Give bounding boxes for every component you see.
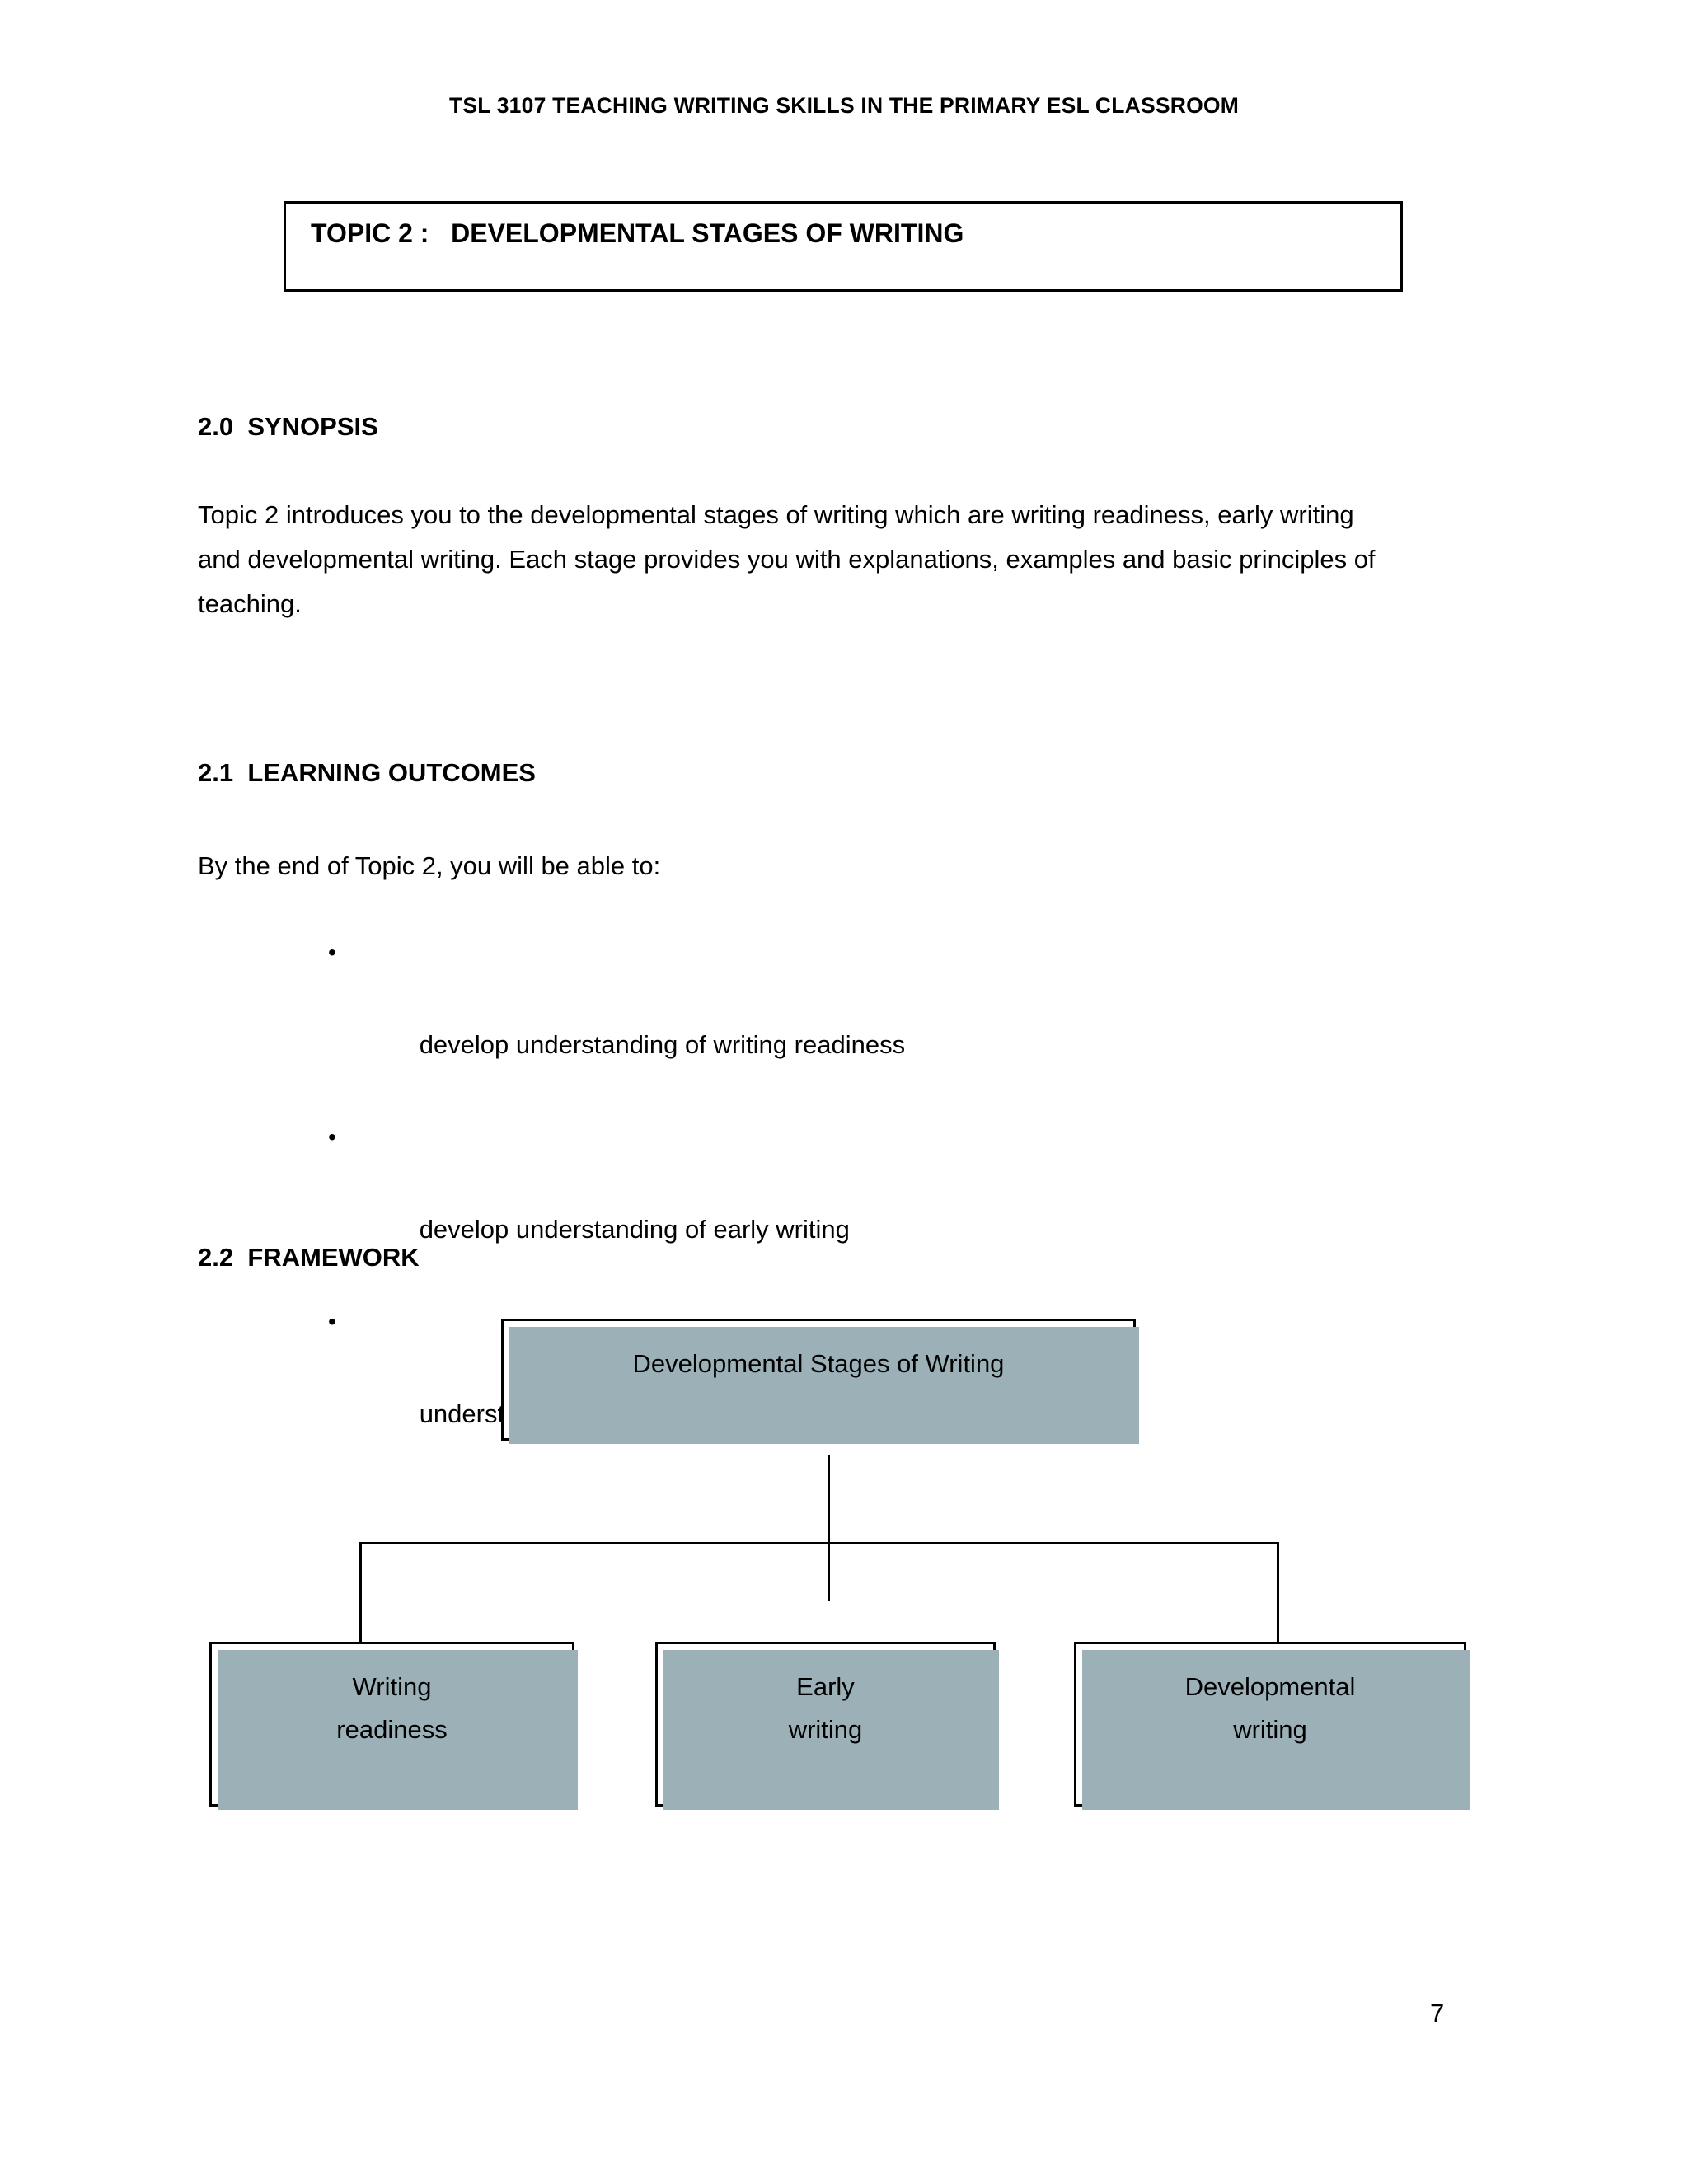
flow-node-developmental-writing-label: Developmental writing xyxy=(1184,1672,1356,1744)
flow-node-root-label: Developmental Stages of Writing xyxy=(632,1349,1005,1378)
flow-node-writing-readiness-label: Writing readiness xyxy=(336,1672,448,1744)
topic-banner-box: TOPIC 2 : DEVELOPMENTAL STAGES OF WRITIN… xyxy=(284,201,1403,292)
connector-horizontal-bar xyxy=(359,1542,1279,1544)
synopsis-paragraph: Topic 2 introduces you to the developmen… xyxy=(198,500,1376,618)
flow-node-root: Developmental Stages of Writing xyxy=(501,1319,1139,1444)
section-heading-learning-outcomes: 2.1 LEARNING OUTCOMES xyxy=(198,758,536,787)
flow-node-early-writing-label: Early writing xyxy=(788,1672,863,1744)
section-heading-synopsis: 2.0 SYNOPSIS xyxy=(198,412,378,441)
running-header: TSL 3107 TEACHING WRITING SKILLS IN THE … xyxy=(449,93,1239,118)
list-item: • develop understanding of writing readi… xyxy=(321,930,962,1114)
bullet-icon: • xyxy=(328,940,336,965)
bullet-icon: • xyxy=(328,1124,336,1150)
topic-banner-title: TOPIC 2 : DEVELOPMENTAL STAGES OF WRITIN… xyxy=(311,218,964,248)
list-item: • develop understanding of early writing xyxy=(321,1114,962,1299)
list-item-label: develop understanding of early writing xyxy=(419,1215,850,1244)
connector-drop-left xyxy=(359,1542,362,1642)
section-heading-framework: 2.2 FRAMEWORK xyxy=(198,1243,420,1272)
flow-node-early-writing: Early writing xyxy=(655,1642,999,1810)
flow-node-writing-readiness: Writing readiness xyxy=(209,1642,578,1810)
connector-drop-right xyxy=(1277,1542,1279,1642)
learning-outcomes-intro: By the end of Topic 2, you will be able … xyxy=(198,851,661,880)
page-number: 7 xyxy=(1430,1999,1445,2027)
list-item-label: develop understanding of writing readine… xyxy=(419,1030,906,1059)
flow-node-developmental-writing: Developmental writing xyxy=(1074,1642,1470,1810)
bullet-icon: • xyxy=(328,1309,336,1334)
